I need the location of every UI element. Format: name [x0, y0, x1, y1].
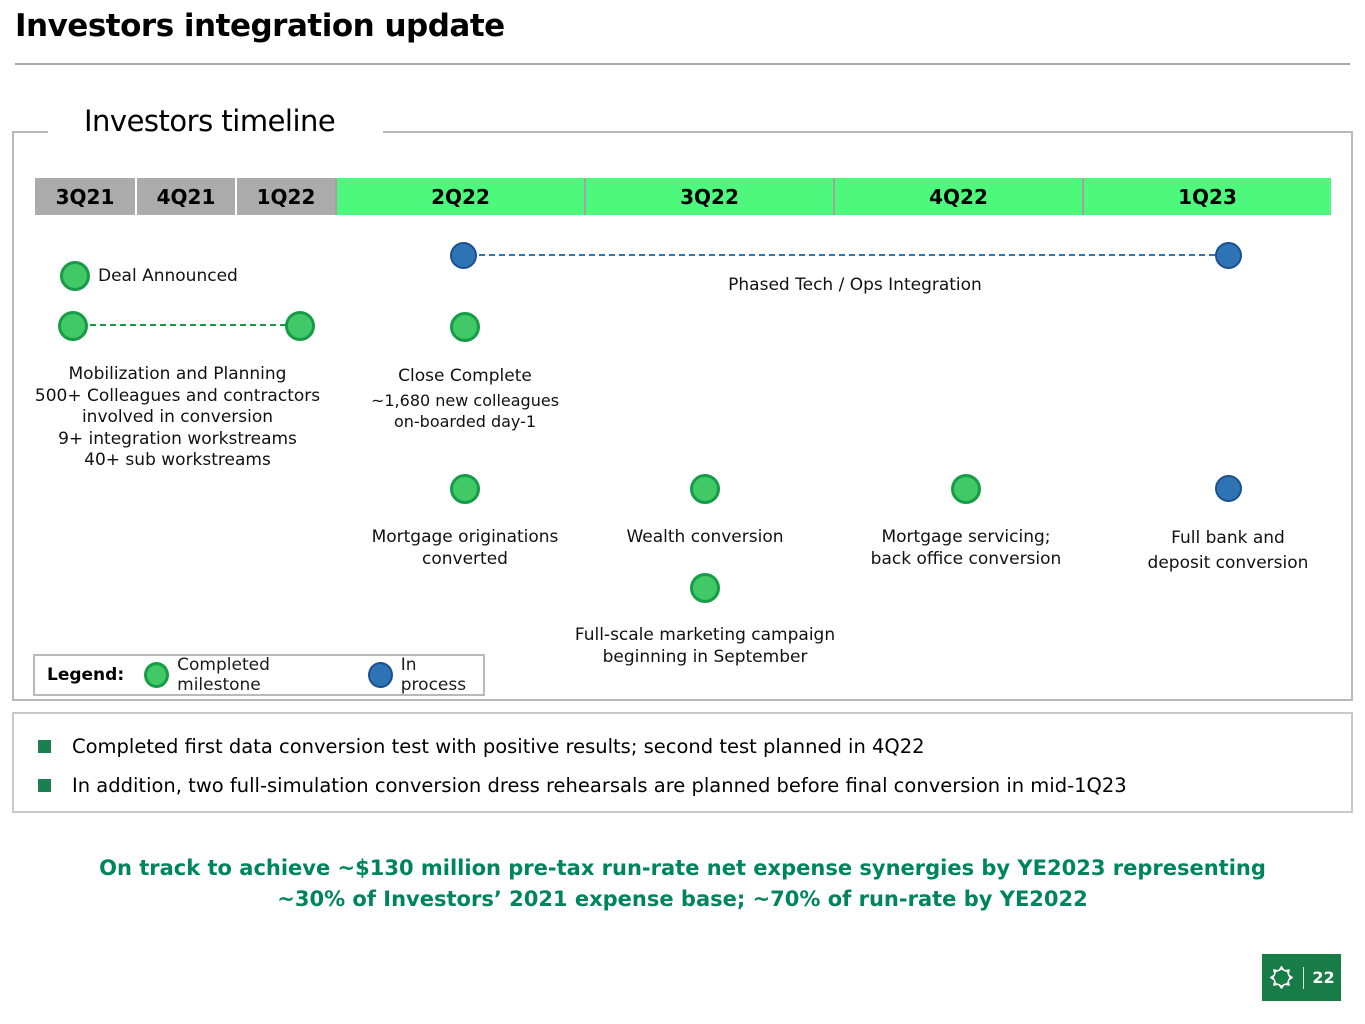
completed-milestone-dot: [58, 311, 88, 341]
milestone-label-mortgage-servicing: Mortgage servicing; back office conversi…: [870, 527, 1062, 569]
milestone-label-mobilization: Mobilization and Planning 500+ Colleague…: [34, 364, 321, 470]
completed-milestone-dot: [450, 312, 480, 342]
completed-milestone-dot: [690, 573, 720, 603]
title-divider: [15, 63, 1350, 65]
quarter-cell-4q22: 4Q22: [833, 178, 1082, 215]
bullet-text: In addition, two full-simulation convers…: [72, 774, 1127, 797]
quarter-cell-3q21: 3Q21: [35, 178, 135, 215]
legend: Legend: Completed milestone In process: [33, 654, 485, 696]
milestone-label-phased-integration: Phased Tech / Ops Integration: [728, 275, 982, 295]
completed-milestone-dot: [690, 474, 720, 504]
completed-milestone-dot: [60, 261, 90, 291]
quarter-cell-2q22: 2Q22: [335, 178, 584, 215]
timeline-section-title: Investors timeline: [48, 104, 384, 138]
quarter-cell-1q23: 1Q23: [1082, 178, 1331, 215]
close-complete-subtext: ~1,680 new colleagues on-boarded day-1: [370, 391, 560, 431]
in-process-milestone-dot: [1215, 242, 1242, 269]
completed-milestone-dot: [450, 474, 480, 504]
quarter-cell-4q21: 4Q21: [135, 178, 235, 215]
milestone-label-mortgage-originations: Mortgage originations converted: [371, 527, 559, 569]
bullet-item: Completed first data conversion test wit…: [38, 734, 1331, 759]
page-number: 22: [1312, 968, 1335, 987]
in-process-legend-icon: [367, 662, 393, 688]
logo-divider: [1303, 966, 1305, 989]
citizens-pinwheel-icon: [1269, 965, 1294, 990]
milestone-label-marketing-campaign: Full-scale marketing campaign beginning …: [574, 625, 836, 667]
milestone-label-deal-announced: Deal Announced: [98, 266, 238, 286]
completed-milestone-dot: [285, 311, 315, 341]
quarter-cell-1q22: 1Q22: [235, 178, 335, 215]
bullet-square-icon: [38, 779, 51, 792]
milestone-label-close-complete: Close Complete ~1,680 new colleagues on-…: [355, 365, 575, 432]
bullet-square-icon: [38, 740, 51, 753]
close-complete-title: Close Complete: [398, 366, 532, 386]
mobilization-connector: [90, 324, 286, 326]
legend-title: Legend:: [47, 665, 125, 685]
summary-statement: On track to achieve ~$130 million pre-ta…: [99, 856, 1266, 911]
in-process-milestone-dot: [1215, 475, 1242, 502]
timeline-panel: [12, 131, 1353, 701]
phased-integration-connector: [479, 254, 1215, 256]
page-title: Investors integration update: [15, 8, 505, 44]
in-process-milestone-dot: [450, 242, 477, 269]
legend-completed-label: Completed milestone: [177, 655, 270, 695]
milestone-label-wealth-conversion: Wealth conversion: [626, 527, 784, 547]
bullet-text: Completed first data conversion test wit…: [72, 735, 925, 758]
notes-panel: Completed first data conversion test wit…: [12, 712, 1353, 813]
quarter-header-bar: 3Q21 4Q21 1Q22 2Q22 3Q22 4Q22 1Q23: [35, 178, 1331, 215]
completed-milestone-dot: [951, 474, 981, 504]
quarter-cell-3q22: 3Q22: [584, 178, 833, 215]
brand-logo-plate: 22: [1262, 954, 1341, 1001]
completed-milestone-legend-icon: [144, 662, 170, 688]
bullet-item: In addition, two full-simulation convers…: [38, 773, 1331, 798]
milestone-label-full-bank: Full bank and deposit conversion: [1147, 528, 1309, 573]
legend-in-process-label: In process: [400, 655, 467, 695]
